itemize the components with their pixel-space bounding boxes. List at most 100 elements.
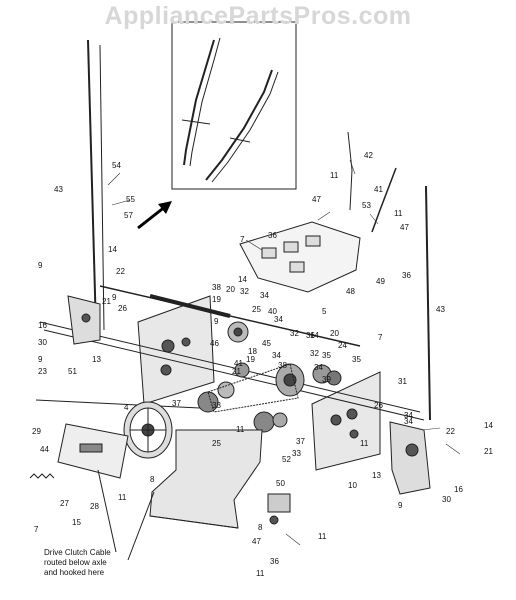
callout: 29 [32,427,41,436]
callout: 51 [68,367,77,376]
callout: 45 [262,339,271,348]
callout: 41 [234,359,243,368]
callout: 53 [362,201,371,210]
right-side-plate [311,371,381,471]
callout: 26 [374,401,383,410]
callout: 5 [322,307,327,316]
top-cover [239,221,361,293]
callout: 41 [374,185,383,194]
callout: 14 [484,421,493,430]
note-line: Drive Clutch Cable [44,548,111,557]
callout: 18 [248,347,257,356]
callout: 43 [54,185,63,194]
callout: 24 [338,341,347,350]
control-cable [347,131,353,211]
callout: 34 [274,315,283,324]
drive-wheel [123,401,173,459]
callout: 42 [364,151,373,160]
spring [29,473,55,479]
callout: 11 [318,532,327,541]
callout: 8 [150,475,155,484]
callout: 11 [256,569,265,578]
callout: 52 [282,455,291,464]
left-side-plate [137,295,215,405]
callout: 11 [236,425,245,434]
callout: 13 [372,471,381,480]
callout: 22 [446,427,455,436]
note-leader [97,469,117,553]
callout: 46 [210,339,219,348]
callout: 21 [102,297,111,306]
right-lever [389,421,431,495]
callout: 49 [376,277,385,286]
callout: 37 [296,437,305,446]
callout: 32 [310,349,319,358]
callout: 25 [212,439,221,448]
callout: 16 [38,321,47,330]
callout: 34 [404,411,413,420]
callout: 14 [238,275,247,284]
callout: 19 [246,355,255,364]
callout: 10 [348,481,357,490]
callout: 38 [212,283,221,292]
callout: 9 [214,317,219,326]
callout: 20 [226,285,235,294]
callout: 38 [278,361,287,370]
callout: 27 [60,499,69,508]
callout: 33 [292,449,301,458]
callout: 34 [272,351,281,360]
left-lever [67,295,101,345]
callout: 7 [378,333,383,342]
inset-arrow [137,201,172,230]
callout: 47 [312,195,321,204]
callout: 44 [40,445,49,454]
base-plate [57,423,129,479]
callout: 34 [314,363,323,372]
callout: 7 [34,525,39,534]
bottom-pan [149,429,263,529]
callout: 37 [172,399,181,408]
callout: 35 [322,351,331,360]
clutch-bracket [267,493,291,525]
callout: 9 [38,355,43,364]
shift-cable [371,167,397,233]
callout: 47 [252,537,261,546]
left-rod [87,39,105,331]
callout: 11 [360,439,369,448]
callout: 35 [352,355,361,364]
callout: 34 [260,291,269,300]
callout: 30 [38,338,47,347]
axles [35,285,425,421]
callout: 9 [398,501,403,510]
callout: 8 [258,523,263,532]
callout: 14 [108,245,117,254]
callout: 30 [442,495,451,504]
callout: 31 [398,377,407,386]
callout: 9 [112,293,117,302]
watermark: AppliancePartsPros.com [104,2,412,30]
note-line: and hooked here [44,568,105,577]
callout: 25 [252,305,261,314]
callout: 11 [394,209,403,218]
callout: 26 [118,304,127,313]
callout: 19 [212,295,221,304]
note-line: routed below axle [44,558,107,567]
callout: 57 [124,211,133,220]
callout: 32 [240,287,249,296]
callout: 9 [38,261,43,270]
callout: 34 [404,417,413,426]
gear-assembly [197,321,342,433]
callout: 4 [124,403,129,412]
callout: 40 [268,307,277,316]
callout: 36 [270,557,279,566]
callout: 47 [400,223,409,232]
callout: 36 [402,271,411,280]
callout: 36 [306,331,315,340]
callout: 11 [118,493,127,502]
leader-lines [107,159,461,546]
callout: 14 [310,331,319,340]
callout: 22 [116,267,125,276]
callout: 33 [212,401,221,410]
callout: 32 [290,329,299,338]
callout: 39 [322,375,331,384]
